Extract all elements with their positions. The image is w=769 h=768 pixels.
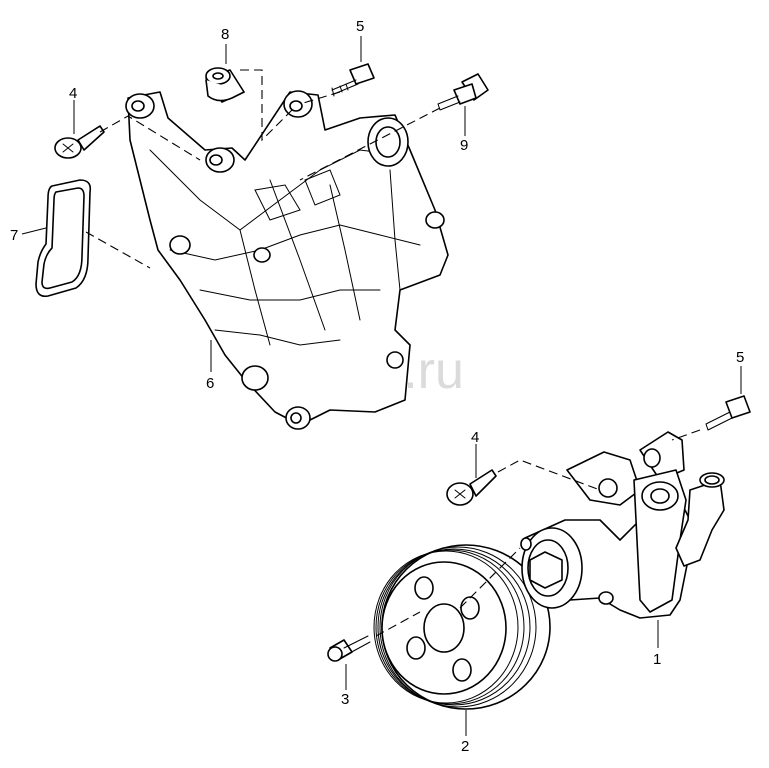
callout-4-pump: 4 [471,429,479,446]
sleeve-part [205,67,245,103]
gasket-part [35,179,92,298]
callout-6: 6 [206,375,214,392]
bolt-5-upper [331,63,375,97]
bolt-4-lower [446,469,497,506]
bracket-part [125,90,449,430]
bolt-5-lower [705,395,751,431]
callout-3: 3 [341,691,349,708]
callout-4-top: 4 [69,85,77,102]
callout-9: 9 [460,137,468,154]
bolt-4-upper [54,125,105,159]
pulley-part [373,544,551,710]
callout-7: 7 [10,227,18,244]
callout-5-top: 5 [356,18,364,35]
bolt-3-pulley [327,635,371,662]
callout-5-pump: 5 [736,349,744,366]
leader-lines [21,36,742,736]
callout-2: 2 [461,738,469,755]
assembly-lines [85,69,701,637]
pump-part [520,431,725,619]
bolt-9-upper [437,73,489,111]
callout-8: 8 [221,26,229,43]
callout-1: 1 [653,651,661,668]
